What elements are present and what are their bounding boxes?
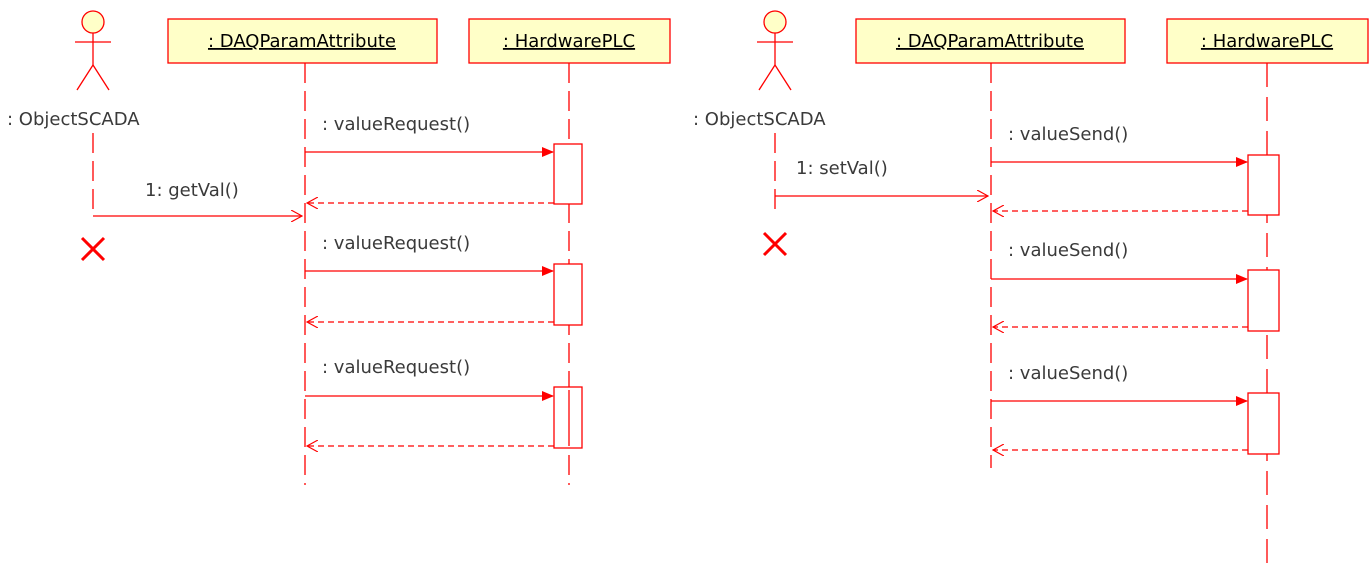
actor-stick-figure-icon (75, 10, 111, 91)
object-box-daqparamattribute[interactable]: : DAQParamAttribute (855, 18, 1126, 64)
x-mark-icon (80, 236, 106, 262)
message-label: : valueSend() (1008, 363, 1128, 384)
message-label: : valueRequest() (322, 233, 470, 254)
actor-label: : ObjectSCADA (7, 109, 140, 130)
message-label: : valueRequest() (322, 357, 470, 378)
activation-bar (553, 143, 583, 205)
actor-label: : ObjectSCADA (693, 109, 826, 130)
object-box-hardwareplc[interactable]: : HardwarePLC (468, 18, 671, 64)
object-label: : HardwarePLC (1201, 31, 1333, 52)
object-label: : DAQParamAttribute (208, 31, 396, 52)
call-label: 1: setVal() (796, 158, 888, 179)
object-box-hardwareplc[interactable]: : HardwarePLC (1166, 18, 1369, 64)
object-box-daqparamattribute[interactable]: : DAQParamAttribute (167, 18, 438, 64)
call-label: 1: getVal() (145, 180, 239, 201)
x-mark-icon (762, 231, 788, 257)
message-label: : valueSend() (1008, 124, 1128, 145)
activation-bar (553, 386, 583, 449)
activation-bar (1247, 154, 1280, 216)
object-label: : DAQParamAttribute (896, 31, 1084, 52)
activation-bar (1247, 392, 1280, 455)
activation-bar (553, 263, 583, 326)
sequence-diagram-set: : ObjectSCADA : DAQParamAttribute : Hard… (693, 10, 1369, 568)
actor-stick-figure-icon (757, 10, 793, 91)
message-label: : valueRequest() (322, 114, 470, 135)
message-label: : valueSend() (1008, 240, 1128, 261)
activation-bar (1247, 269, 1280, 332)
sequence-diagram-get: : ObjectSCADA : DAQParamAttribute : Hard… (7, 10, 671, 485)
object-label: : HardwarePLC (503, 31, 635, 52)
